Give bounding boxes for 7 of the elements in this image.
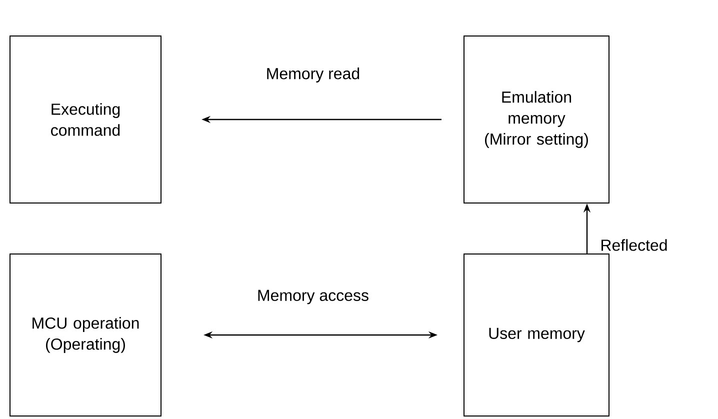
box: User memory xyxy=(464,254,610,416)
box: MCU operation (Operating) xyxy=(10,254,162,416)
edge-label: Reflected xyxy=(602,239,667,251)
edge-label: Memory access xyxy=(258,290,368,304)
edge-label: Memory read xyxy=(267,68,360,82)
box: Executing command xyxy=(10,36,162,204)
box: Emulation memory (Mirror setting) xyxy=(464,36,610,204)
